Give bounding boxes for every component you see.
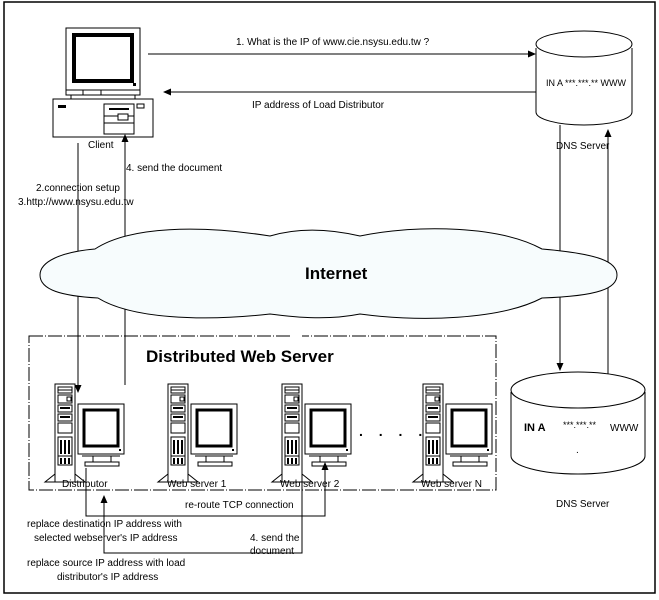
dns-server-top-cylinder-icon <box>535 30 633 126</box>
client-computer-icon <box>51 26 155 139</box>
reply-message: IP address of Load Distributor <box>252 100 385 111</box>
distributor-server-icon <box>43 382 126 484</box>
client-label: Client <box>88 140 114 151</box>
connection-setup-label: 2.connection setup <box>36 183 120 194</box>
dns-bottom-record-prefix: IN A <box>524 422 546 434</box>
dns-bottom-ellipsis: . <box>576 445 579 456</box>
internet-label: Internet <box>305 264 368 283</box>
replace-destination-line1: replace destination IP address with <box>27 519 182 530</box>
dns-bottom-record-ip: ***.***.** <box>563 420 597 430</box>
server-label-web-server-2: Web server 2 <box>280 479 340 490</box>
send-document-bottom-arrow <box>100 478 303 554</box>
cluster-title: Distributed Web Server <box>146 347 334 366</box>
send-document-bottom-line2: document <box>250 546 294 557</box>
send-document-bottom-line1: 4. send the <box>250 533 300 544</box>
dns-server-bottom-cylinder-icon <box>510 371 646 475</box>
reroute-tcp-label: re-route TCP connection <box>185 500 294 511</box>
internet-cloud <box>39 228 618 319</box>
web-server-2-icon <box>270 382 353 484</box>
server-label-web-server-n: Web server N <box>421 479 482 490</box>
server-label-distributor: Distributor <box>62 479 108 490</box>
replace-source-line2: distributor's IP address <box>57 572 158 583</box>
web-server-1-icon <box>156 382 239 484</box>
more-servers-ellipsis: . . . . <box>359 423 428 439</box>
replace-source-line1: replace source IP address with load <box>27 558 185 569</box>
cluster-boundary <box>28 335 497 491</box>
reroute-tcp-arrow <box>85 462 329 517</box>
http-request-label: 3.http://www.nsysu.edu.tw <box>18 197 134 208</box>
dns-bottom-record-host: WWW <box>610 423 639 434</box>
dns-top-label: DNS Server <box>556 141 610 152</box>
replace-destination-line2: selected webserver's IP address <box>34 533 177 544</box>
query-message: 1. What is the IP of www.cie.nsysu.edu.t… <box>236 37 430 48</box>
dns-top-record: IN A ***.***.** WWW <box>546 78 627 88</box>
server-label-web-server-1: Web server 1 <box>167 479 227 490</box>
send-document-top-label: 4. send the document <box>126 163 222 174</box>
outer-frame <box>3 1 656 594</box>
dns-bottom-label: DNS Server <box>556 499 610 510</box>
